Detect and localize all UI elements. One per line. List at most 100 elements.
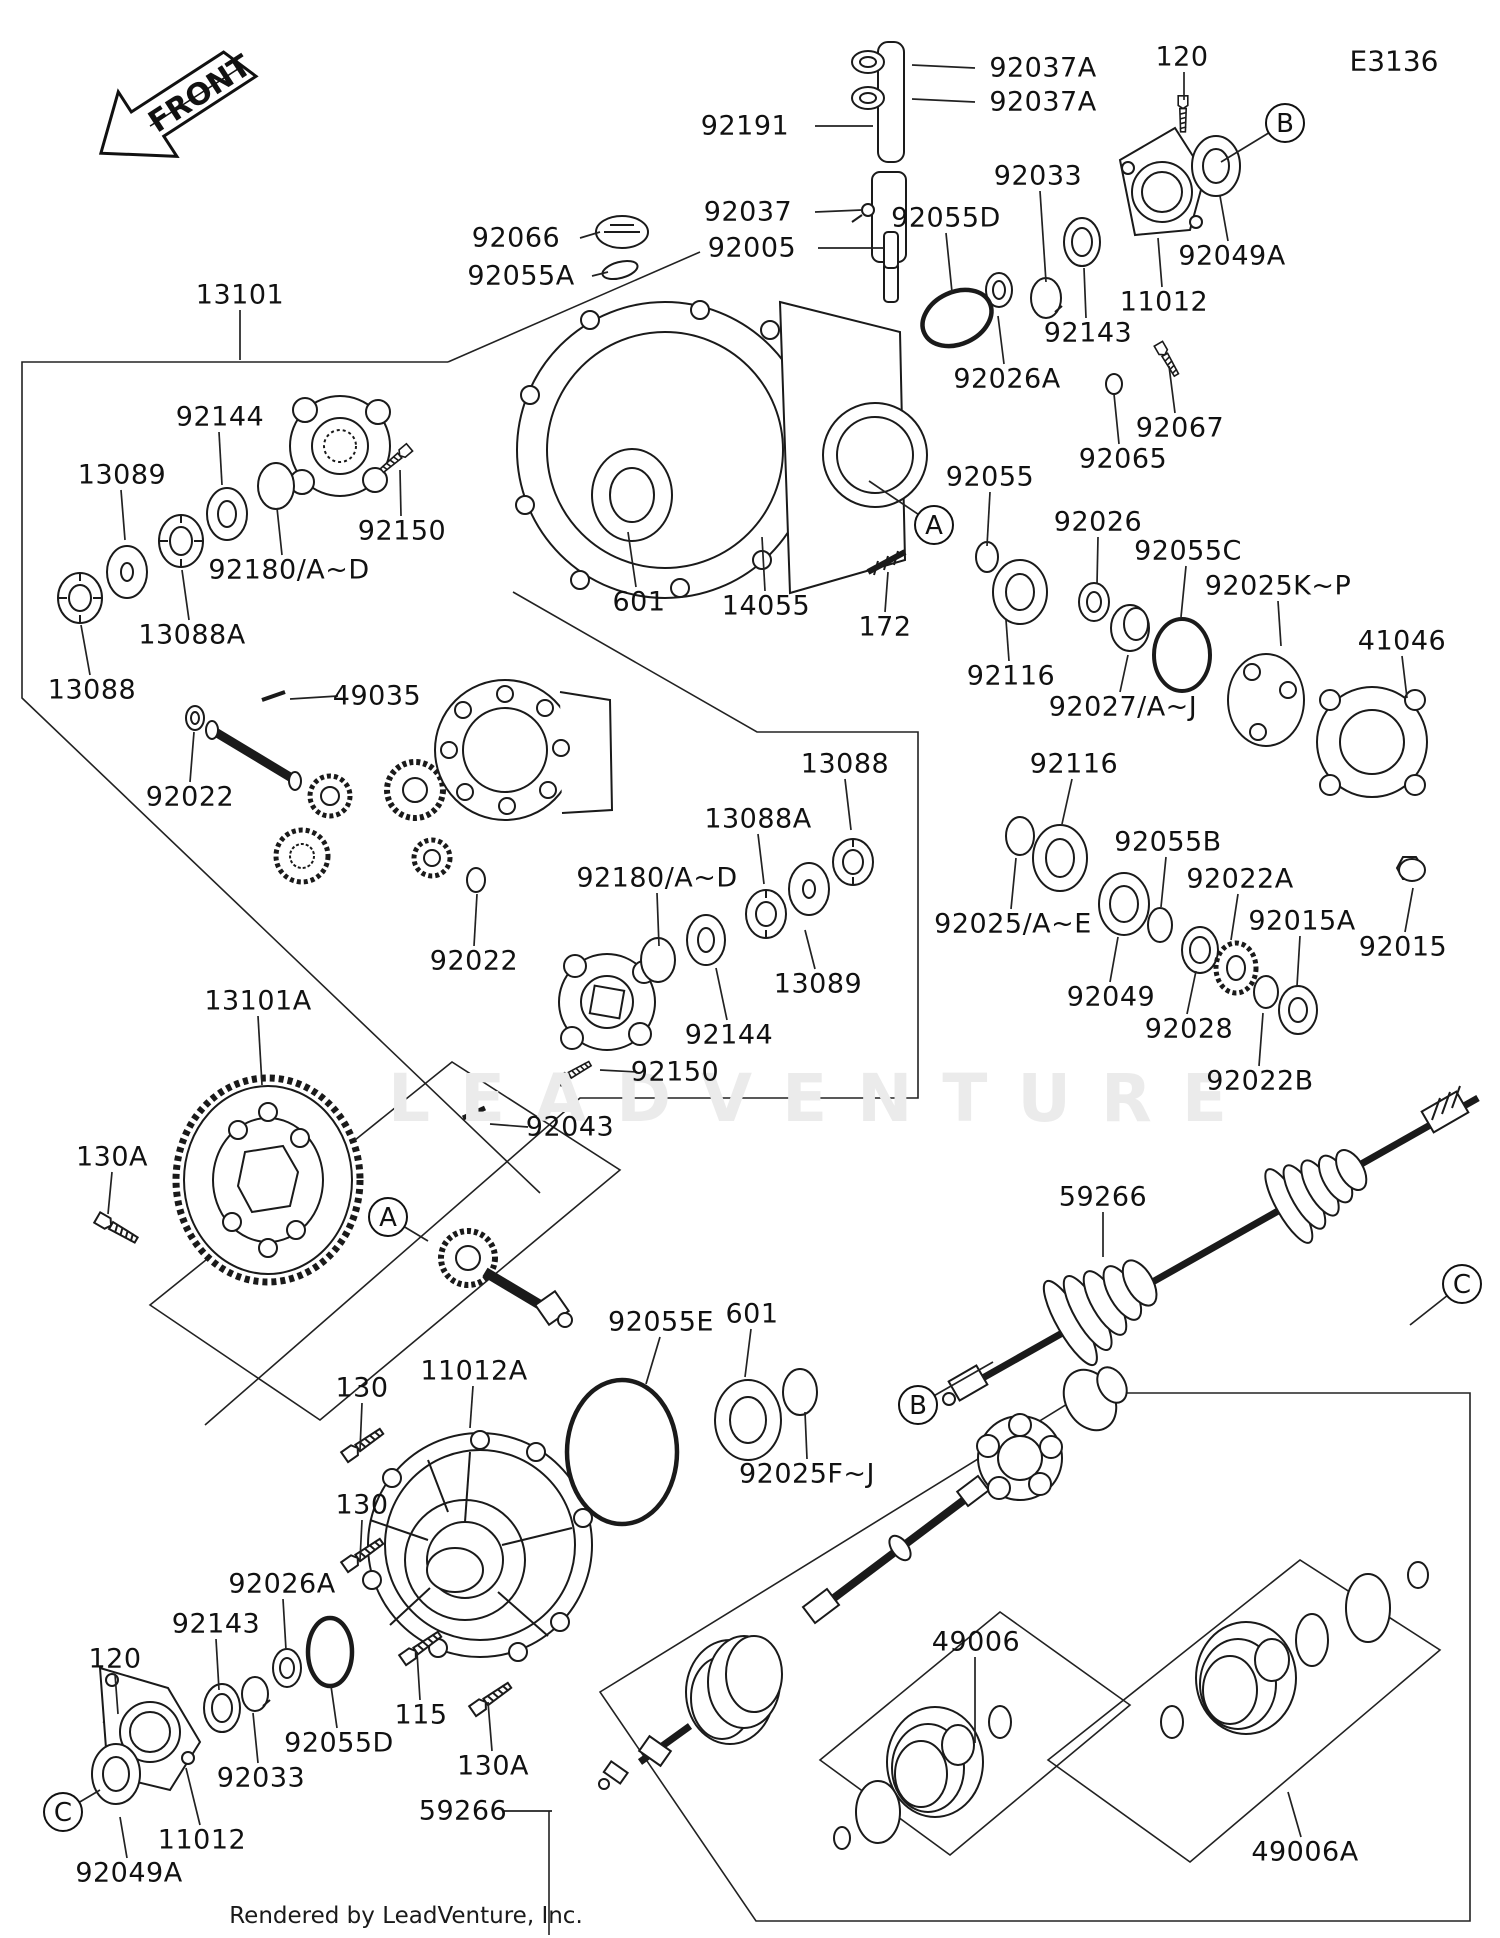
svg-text:A: A — [379, 1203, 397, 1233]
part-label: 92033 — [216, 1762, 306, 1794]
part-label: 92180/A~D — [576, 862, 738, 894]
part-label: 59266 — [418, 1795, 508, 1827]
part-label: 92049A — [75, 1857, 183, 1889]
part-label: 59266 — [1058, 1181, 1148, 1213]
part-label: 92037 — [703, 196, 793, 228]
case-seal-chain — [591, 448, 1428, 880]
svg-text:C: C — [54, 1798, 72, 1828]
part-label: 92055E — [608, 1306, 714, 1338]
part-label: 11012 — [1119, 286, 1209, 318]
part-label: 92037A — [989, 86, 1097, 118]
part-label: 13088 — [800, 748, 890, 780]
part-label: 92015A — [1248, 905, 1356, 937]
part-label: 92055D — [891, 202, 1001, 234]
rear-hub-chain — [461, 838, 874, 1121]
part-label: 130 — [335, 1489, 389, 1521]
breather-tube — [851, 41, 907, 303]
footer-credit: Rendered by LeadVenture, Inc. — [229, 1903, 583, 1929]
diagram-code: E3136 — [1349, 44, 1439, 78]
part-label: 92025F~J — [738, 1458, 876, 1490]
part-label: 11012A — [420, 1355, 528, 1387]
part-label: 130 — [335, 1372, 389, 1404]
watermark: LEADVENTURE — [388, 1060, 1257, 1137]
part-label: 92144 — [175, 401, 265, 433]
part-label: 92026A — [953, 363, 1061, 395]
part-label: 92025/A~E — [934, 908, 1092, 940]
part-label: 92028 — [1144, 1013, 1234, 1045]
part-label: 49035 — [332, 680, 422, 712]
part-label: 130A — [456, 1750, 530, 1782]
part-label: 92116 — [966, 660, 1056, 692]
part-label: 92143 — [171, 1608, 261, 1640]
part-label: 49006 — [931, 1626, 1021, 1658]
part-label: 92026 — [1053, 506, 1143, 538]
inner-shaft-drawing — [598, 1366, 1128, 1790]
part-label: 130A — [75, 1141, 149, 1173]
front-arrow: FRONT — [98, 48, 259, 158]
part-label: 92180/A~D — [208, 554, 370, 586]
ref-circle-C: C — [43, 1789, 101, 1832]
part-label: 92037A — [989, 52, 1097, 84]
part-label: 92065 — [1078, 443, 1168, 475]
svg-text:A: A — [925, 511, 943, 541]
front-hub-chain — [57, 395, 414, 624]
pinion-bearing-chain — [564, 1368, 818, 1527]
svg-text:C: C — [1453, 1270, 1471, 1300]
part-label: 92025K~P — [1204, 570, 1352, 602]
part-label: 92049A — [1178, 240, 1286, 272]
part-label: 41046 — [1357, 625, 1447, 657]
ref-circles: A A B B C C — [43, 103, 1482, 1832]
cv-axle-drawing — [942, 1085, 1480, 1406]
part-label: 92022 — [429, 945, 519, 977]
ref-circle-B: B — [898, 1361, 994, 1425]
part-label: 92055B — [1114, 826, 1222, 858]
part-label: 92022A — [1186, 863, 1294, 895]
part-label: 92143 — [1043, 317, 1133, 349]
part-label: 92150 — [630, 1056, 720, 1088]
part-label: 92022 — [145, 781, 235, 813]
part-label: 92049 — [1066, 981, 1156, 1013]
part-label: 92150 — [357, 515, 447, 547]
output-cover-drawing — [340, 1425, 593, 1718]
part-label: 92055 — [945, 461, 1035, 493]
part-label: 49006A — [1251, 1836, 1359, 1868]
part-label: 92033 — [993, 160, 1083, 192]
part-label: 120 — [1155, 41, 1209, 73]
part-label: 120 — [88, 1643, 142, 1675]
ref-circle-B: B — [1220, 103, 1305, 163]
part-label: 13101A — [204, 985, 312, 1017]
part-label: 13088 — [47, 674, 137, 706]
ring-gear-drawing — [93, 1074, 573, 1328]
ref-circle-C: C — [1409, 1264, 1482, 1326]
ref-circle-A: A — [368, 1197, 429, 1242]
gear-case-drawing — [515, 215, 928, 599]
part-label: 13088A — [704, 803, 812, 835]
part-label: 92005 — [707, 232, 797, 264]
part-label: 92026A — [228, 1568, 336, 1600]
differential-drawing — [185, 679, 614, 893]
part-label: 92067 — [1135, 412, 1225, 444]
output-seal-chain — [1005, 816, 1426, 1035]
part-label: 601 — [612, 586, 666, 618]
part-label: 13101 — [195, 279, 285, 311]
part-label: 92055A — [467, 260, 575, 292]
leader-lines — [80, 64, 1414, 1859]
top-cover-drawing — [920, 95, 1241, 395]
svg-text:B: B — [909, 1391, 927, 1421]
part-label: 92055C — [1134, 535, 1242, 567]
part-label: 92116 — [1029, 748, 1119, 780]
part-label: 92022B — [1206, 1065, 1314, 1097]
boot-kit-49006A — [1160, 1561, 1429, 1739]
svg-text:B: B — [1276, 109, 1294, 139]
part-label: 92191 — [700, 110, 790, 142]
ref-circle-A: A — [868, 480, 954, 545]
part-label: 92055D — [284, 1727, 394, 1759]
part-label: 11012 — [157, 1824, 247, 1856]
part-label: 13089 — [773, 968, 863, 1000]
part-label: 92144 — [684, 1019, 774, 1051]
part-label: 601 — [725, 1298, 779, 1330]
part-label: 115 — [394, 1699, 448, 1731]
part-label: 14055 — [721, 590, 811, 622]
